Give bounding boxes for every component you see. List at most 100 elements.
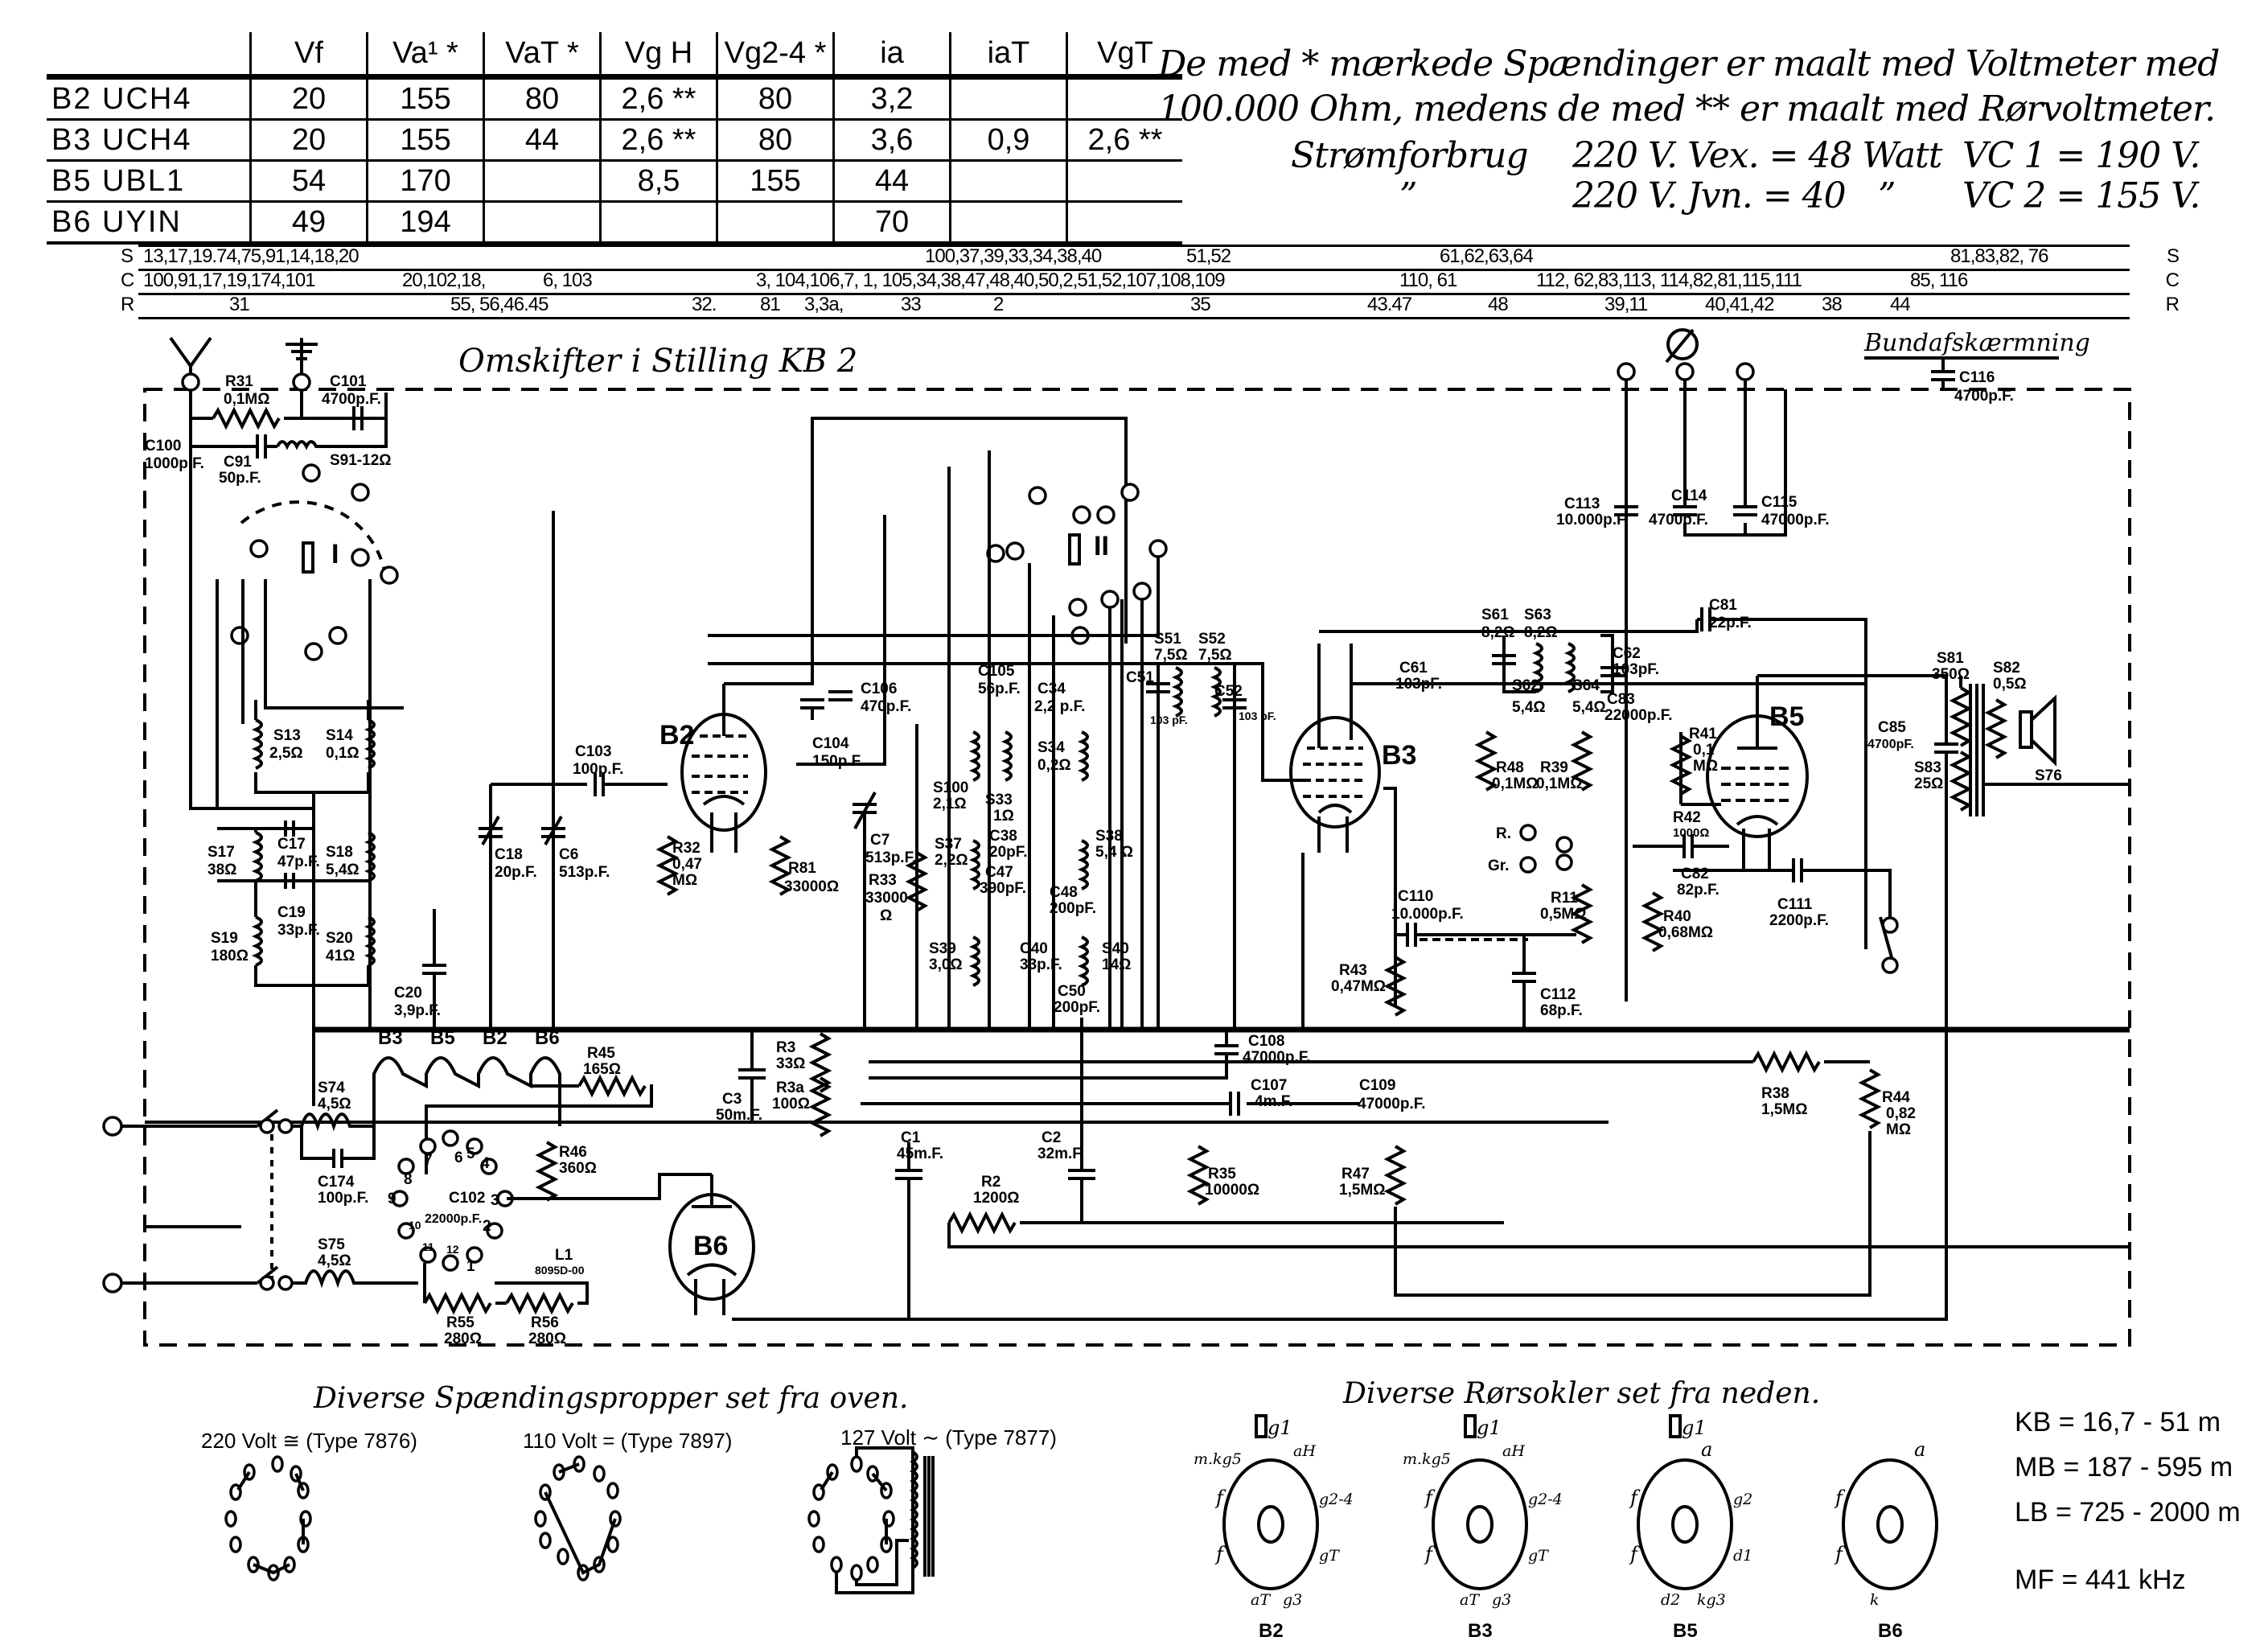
- cell-vgt: [1066, 201, 1182, 245]
- c104-value: 150p.F.: [812, 753, 863, 770]
- c1-value: 45m.F.: [897, 1145, 943, 1162]
- header-vgh: Vg H: [599, 32, 717, 80]
- cell-tube: B6 UYIN: [47, 201, 251, 245]
- r11-label: R11: [1551, 890, 1578, 907]
- index-cell: 81: [760, 294, 781, 315]
- c48-label: C48: [1050, 884, 1078, 901]
- s14-label: S14: [326, 727, 353, 744]
- r38-label: R38: [1761, 1085, 1789, 1102]
- c101-value: 4700p.F.: [322, 391, 381, 408]
- index-cell: 13,17,19.74,75,91,14,18,20: [143, 245, 360, 267]
- r31-label: R31: [225, 373, 253, 390]
- cell-vg24: [716, 201, 834, 245]
- selector-pin-12: 12: [446, 1243, 459, 1256]
- socket-b5-pin-6: d2: [1661, 1591, 1680, 1609]
- c110-label: C110: [1398, 888, 1433, 905]
- c116-value: 4700p.F.: [1954, 388, 2014, 405]
- index-row-c: C 100,91,17,19,174,101 20,102,18, 6, 103…: [121, 269, 2180, 293]
- s39-label: S39: [929, 940, 956, 957]
- socket-b6-pin-1: a: [1914, 1438, 1925, 1461]
- s17-value: 38Ω: [207, 862, 236, 878]
- header-va1: Va¹ *: [366, 32, 484, 80]
- chassis-shield-outline: [143, 388, 2131, 1347]
- tube-b2-label: B2: [659, 720, 694, 751]
- c40-label: C40: [1020, 940, 1048, 957]
- selector-pin-5: 5: [466, 1145, 475, 1162]
- c48-value: 200pF.: [1050, 900, 1096, 917]
- socket-b2: g1 m.kg5 aH f g2-4 f gT aT g3 B2: [1194, 1414, 1354, 1641]
- switch-position-title: Omskifter i Stilling KB 2: [458, 343, 857, 380]
- s82-label: S82: [1993, 660, 2020, 677]
- cell-vgh: 2,6 **: [599, 76, 717, 121]
- r44-value: 0,82: [1886, 1105, 1916, 1122]
- index-cell: 40,41,42: [1705, 294, 1774, 315]
- s51-value: 7,5Ω: [1154, 647, 1188, 664]
- index-cell: 81,83,82, 76: [1950, 245, 2048, 267]
- s14-value: 0,1Ω: [326, 745, 360, 762]
- band-kb: KB = 16,7 - 51 m: [2015, 1407, 2221, 1437]
- s20-label: S20: [326, 930, 353, 947]
- c110-value: 10.000p.F.: [1391, 906, 1464, 923]
- r35-label: R35: [1208, 1166, 1236, 1182]
- socket-b2-top: g1: [1268, 1417, 1292, 1439]
- r32-unit: MΩ: [672, 872, 697, 889]
- cell-vgh: 8,5: [599, 160, 717, 203]
- s75-value: 4,5Ω: [318, 1252, 351, 1269]
- cell-vgt: 2,6 **: [1066, 119, 1182, 162]
- plug-220v-label: 220 Volt ≅ (Type 7876): [201, 1429, 417, 1453]
- c91-value: 50p.F.: [219, 470, 261, 487]
- socket-b5-pin-3: g2: [1733, 1491, 1752, 1508]
- s33-label: S33: [985, 792, 1013, 808]
- c34-label: C34: [1037, 681, 1066, 697]
- r43-label: R43: [1339, 962, 1367, 979]
- c17-value: 47p.F.: [277, 853, 320, 870]
- c81-value: 22p.F.: [1709, 615, 1752, 631]
- c19-label: C19: [277, 904, 306, 921]
- c85-value: 4700pF.: [1867, 738, 1914, 751]
- header-vf: Vf: [249, 32, 368, 80]
- r55-label: R55: [446, 1314, 475, 1331]
- index-label-c-right: C: [2165, 269, 2180, 291]
- vc1-voltage: VC 1 = 190 V.: [1962, 135, 2200, 176]
- c109-label: C109: [1359, 1077, 1395, 1094]
- bottom-shield-label: Bundafskærmning: [1863, 329, 2090, 357]
- cell-vg24: 155: [716, 160, 834, 203]
- socket-b2-pin-8: g3: [1283, 1591, 1302, 1609]
- cell-ia: 3,2: [832, 76, 951, 121]
- c102-value: 22000p.F.: [425, 1212, 482, 1226]
- socket-b3-pin-2: aH: [1502, 1442, 1525, 1460]
- header-iat: iaT: [949, 32, 1067, 80]
- selector-pin-11: 11: [422, 1240, 434, 1253]
- c115-value: 47000p.F.: [1761, 512, 1830, 528]
- tube-b5-label: B5: [1769, 701, 1804, 732]
- socket-b2-pin-4: g2-4: [1319, 1491, 1354, 1508]
- s37-label: S37: [935, 836, 962, 853]
- c1-label: C1: [901, 1129, 921, 1146]
- s19-label: S19: [211, 930, 238, 947]
- r45-label: R45: [587, 1045, 615, 1062]
- r43-value: 0,47MΩ: [1331, 978, 1386, 995]
- tube-sockets-title: Diverse Rørsokler set fra neden.: [1343, 1377, 1821, 1410]
- cell-iat: [949, 76, 1067, 121]
- socket-b2-pin-1: m.kg5: [1194, 1450, 1242, 1468]
- cell-ia: 70: [832, 201, 951, 245]
- s13-label: S13: [273, 727, 301, 744]
- r33-unit: Ω: [880, 907, 892, 924]
- cell-vf: 20: [249, 76, 368, 121]
- cell-vat: 80: [483, 76, 601, 121]
- cell-vgt: [1066, 76, 1182, 121]
- table-row: B6 UYIN 49 194 70: [47, 201, 1182, 245]
- s63-label: S63: [1524, 607, 1551, 623]
- r56-label: R56: [531, 1314, 559, 1331]
- c83-value: 22000p.F.: [1604, 707, 1673, 724]
- note-line-1: De med * mærkede Spændinger er maalt med…: [1158, 43, 2220, 84]
- index-cell: 43.47: [1367, 294, 1412, 315]
- r3-value: 33Ω: [776, 1055, 805, 1072]
- r81-label: R81: [788, 860, 816, 877]
- band-mf: MF = 441 kHz: [2015, 1565, 2186, 1595]
- c81-label: C81: [1709, 597, 1737, 614]
- c114-label: C114: [1671, 487, 1707, 504]
- c116-label: C116: [1959, 369, 1995, 386]
- c106-value: 470p.F.: [861, 698, 911, 715]
- table-row: B3 UCH4 20 155 44 2,6 ** 80 3,6 0,9 2,6 …: [47, 119, 1182, 162]
